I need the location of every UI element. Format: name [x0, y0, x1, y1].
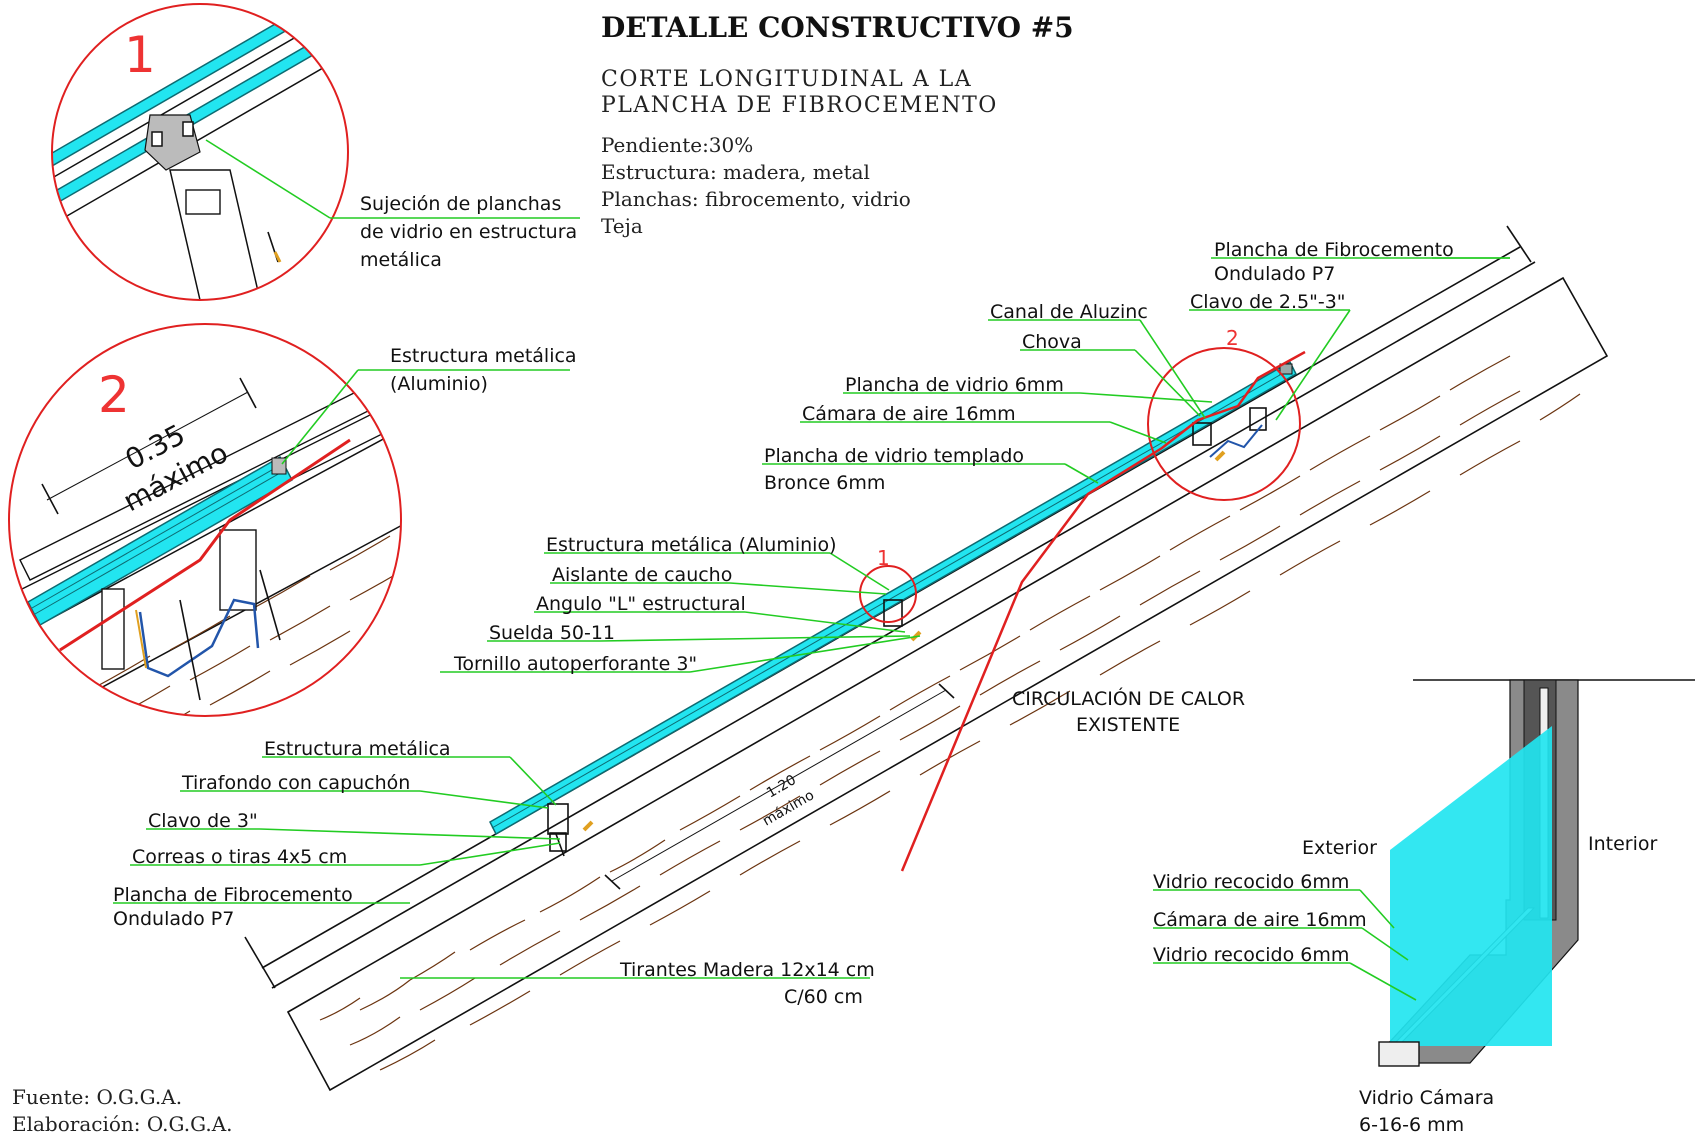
label-canal: Canal de Aluzinc — [990, 301, 1148, 323]
label-correas: Correas o tiras 4x5 cm — [132, 846, 347, 868]
detail-1-label-3: metálica — [360, 249, 442, 271]
label-angulo: Angulo "L" estructural — [536, 593, 746, 615]
spec-pendiente: Pendiente:30% — [601, 133, 753, 157]
glass-caption-1: Vidrio Cámara — [1359, 1087, 1494, 1109]
detail-2: 2 0.35 máximo Estructura metálica (Alumi… — [8, 323, 577, 717]
label-fibrocemento-top-2: Ondulado P7 — [1214, 263, 1335, 285]
detail-2-number: 2 — [98, 366, 130, 424]
label-tirafondo: Tirafondo con capuchón — [181, 772, 410, 794]
glass-layer-2: Cámara de aire 16mm — [1153, 909, 1367, 931]
glass-caption-2: 6-16-6 mm — [1359, 1114, 1464, 1136]
spec-estructura: Estructura: madera, metal — [601, 160, 870, 184]
label-fibrocemento-bottom-2: Ondulado P7 — [113, 908, 234, 930]
subtitle-line-2: PLANCHA DE FIBROCEMENTO — [601, 93, 998, 118]
label-suelda: Suelda 50-11 — [489, 622, 615, 644]
detail-2-label-2: (Aluminio) — [390, 373, 488, 395]
title: DETALLE CONSTRUCTIVO #5 — [601, 11, 1074, 44]
detail-2-label-1: Estructura metálica — [390, 345, 577, 367]
label-aislante: Aislante de caucho — [552, 564, 732, 586]
detail-1-label-1: Sujeción de planchas — [360, 193, 561, 215]
callout-circle-1 — [859, 565, 917, 623]
subtitle-line-1: CORTE LONGITUDINAL A LA — [601, 67, 972, 92]
detail-1-label-2: de vidrio en estructura — [360, 221, 577, 243]
main-labels: Plancha de Fibrocemento Ondulado P7 Cana… — [113, 239, 1454, 1008]
label-estructura-metalica: Estructura metálica — [264, 738, 451, 760]
label-camara: Cámara de aire 16mm — [802, 403, 1016, 425]
detail-1: 1 Sujeción de planchas de vidrio en estr… — [51, 3, 580, 301]
glass-section: Exterior Interior Vidrio recocido 6mm Cá… — [1153, 679, 1695, 1136]
glass-interior-label: Interior — [1588, 833, 1657, 855]
callout-number-2: 2 — [1226, 326, 1239, 350]
label-tirantes-1: Tirantes Madera 12x14 cm — [619, 959, 875, 981]
main-roof-section: 1.20 máximo 1 2 — [244, 225, 1609, 1092]
label-fibrocemento-bottom-1: Plancha de Fibrocemento — [113, 884, 353, 906]
detail-1-number: 1 — [124, 26, 156, 84]
label-circulacion-2: EXISTENTE — [1076, 714, 1180, 736]
leader-lines — [113, 257, 1510, 979]
callout-circle-2 — [1147, 347, 1301, 501]
glass-layer-1: Vidrio recocido 6mm — [1153, 871, 1349, 893]
label-vidrio-templado-1: Plancha de vidrio templado — [764, 445, 1024, 467]
label-clavo: Clavo de 3" — [148, 810, 258, 832]
supports — [547, 363, 1293, 857]
label-clavo-top: Clavo de 2.5"-3" — [1190, 291, 1346, 313]
spec-planchas: Planchas: fibrocemento, vidrio — [601, 187, 911, 211]
heat-flow-line — [900, 350, 1306, 872]
callout-number-1: 1 — [877, 546, 890, 570]
spec-teja: Teja — [601, 214, 643, 238]
label-tornillo: Tornillo autoperforante 3" — [453, 653, 697, 675]
label-estructura-aluminio: Estructura metálica (Aluminio) — [546, 534, 837, 556]
glass-exterior-label: Exterior — [1302, 837, 1377, 859]
footer-fuente: Fuente: O.G.G.A. — [12, 1085, 182, 1109]
label-tirantes-2: C/60 cm — [784, 986, 863, 1008]
label-circulacion-1: CIRCULACIÓN DE CALOR — [1012, 686, 1245, 710]
label-vidrio-templado-2: Bronce 6mm — [764, 472, 885, 494]
wood-grain-texture — [319, 355, 1581, 1071]
label-fibrocemento-top-1: Plancha de Fibrocemento — [1214, 239, 1454, 261]
label-vidrio-6mm: Plancha de vidrio 6mm — [845, 374, 1064, 396]
label-chova: Chova — [1022, 331, 1082, 353]
glass-layer-3: Vidrio recocido 6mm — [1153, 944, 1349, 966]
footer-elaboracion: Elaboración: O.G.G.A. — [12, 1112, 233, 1136]
